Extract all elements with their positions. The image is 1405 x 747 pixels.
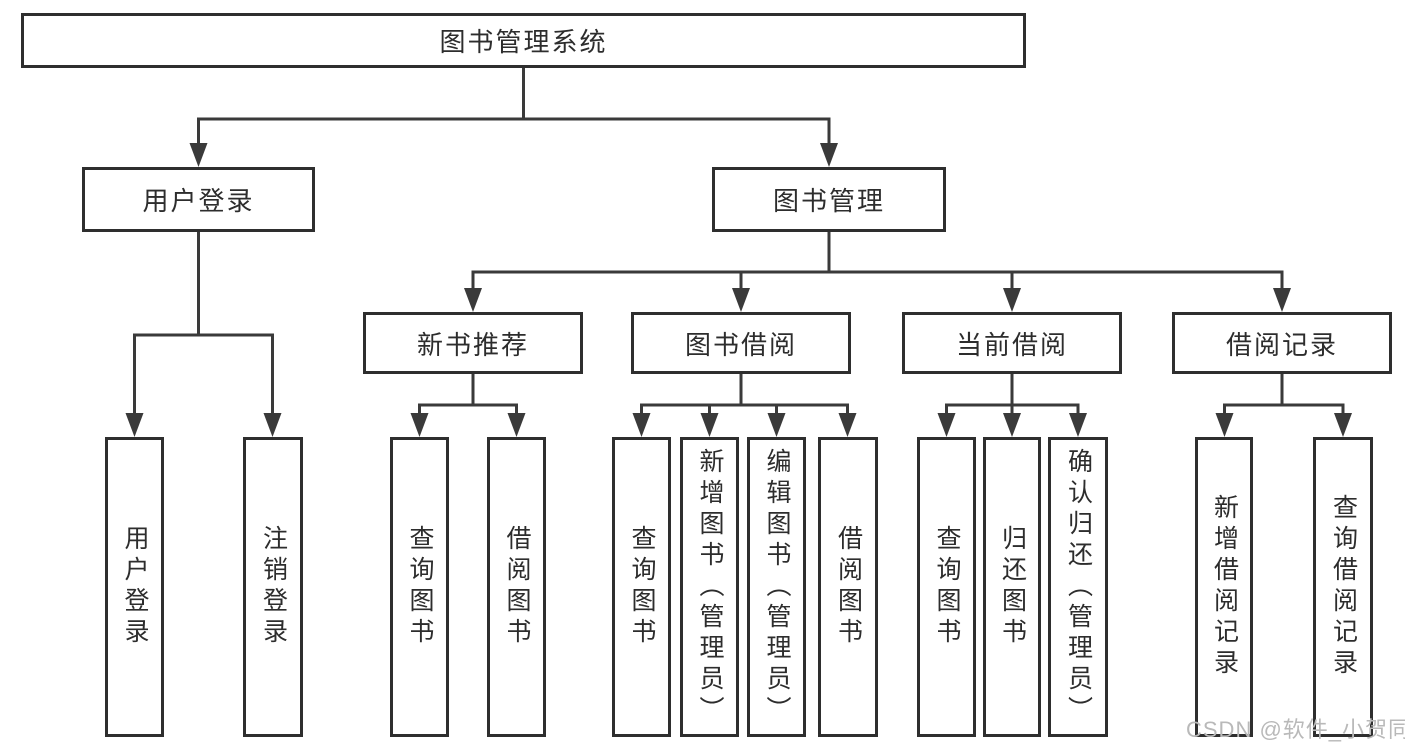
leaf-query-books-recommend: 查询图书	[390, 437, 449, 737]
leaf-query-books-borrowing: 查询图书	[612, 437, 671, 737]
leaf-user-login: 用户登录	[105, 437, 164, 737]
node-book-management: 图书管理	[712, 167, 946, 232]
node-current-borrowing-label: 当前借阅	[955, 329, 1068, 360]
node-borrowing-records-label: 借阅记录	[1225, 329, 1338, 360]
node-book-management-label: 图书管理	[772, 186, 885, 216]
leaf-return-books: 归还图书	[983, 437, 1041, 737]
leaf-borrow-books-borrowing-label: 借阅图书	[834, 525, 863, 649]
node-user-login: 用户登录	[82, 167, 315, 232]
leaf-user-login-label: 用户登录	[121, 525, 149, 649]
leaf-borrow-books-recommend-label: 借阅图书	[503, 525, 531, 649]
node-library-system-label: 图书管理系统	[439, 27, 608, 57]
node-library-system: 图书管理系统	[21, 13, 1026, 68]
leaf-add-books-admin-label: 新增图书（管理员）	[696, 447, 724, 727]
leaf-query-books-recommend-label: 查询图书	[406, 525, 434, 649]
leaf-query-books-borrowing-label: 查询图书	[628, 525, 656, 649]
node-user-login-label: 用户登录	[142, 186, 255, 216]
watermark-text: CSDN @软件_小贺同学	[1186, 717, 1405, 742]
node-borrowing-records: 借阅记录	[1172, 312, 1392, 374]
leaf-query-borrow-record: 查询借阅记录	[1313, 437, 1373, 737]
leaf-confirm-return-admin: 确认归还（管理员）	[1048, 437, 1108, 737]
leaf-logout: 注销登录	[243, 437, 303, 737]
leaf-add-books-admin: 新增图书（管理员）	[680, 437, 739, 737]
leaf-query-borrow-record-label: 查询借阅记录	[1329, 494, 1358, 680]
leaf-borrow-books-borrowing: 借阅图书	[818, 437, 878, 737]
node-current-borrowing: 当前借阅	[902, 312, 1122, 374]
leaf-return-books-label: 归还图书	[998, 525, 1027, 649]
leaf-confirm-return-admin-label: 确认归还（管理员）	[1064, 447, 1093, 727]
leaf-add-borrow-record: 新增借阅记录	[1195, 437, 1253, 737]
node-new-book-recommendation: 新书推荐	[363, 312, 583, 374]
leaf-borrow-books-recommend: 借阅图书	[487, 437, 546, 737]
tree-edges	[133, 68, 1345, 418]
leaf-add-borrow-record-label: 新增借阅记录	[1210, 494, 1239, 680]
leaf-edit-books-admin-label: 编辑图书（管理员）	[763, 447, 791, 727]
leaf-edit-books-admin: 编辑图书（管理员）	[747, 437, 806, 737]
leaf-logout-label: 注销登录	[259, 525, 288, 649]
leaf-query-books-current-label: 查询图书	[933, 525, 961, 649]
node-new-book-recommendation-label: 新书推荐	[416, 329, 529, 360]
leaf-query-books-current: 查询图书	[917, 437, 976, 737]
node-book-borrowing: 图书借阅	[631, 312, 851, 374]
arrow-down-icons	[125, 143, 1352, 437]
node-book-borrowing-label: 图书借阅	[684, 329, 797, 360]
